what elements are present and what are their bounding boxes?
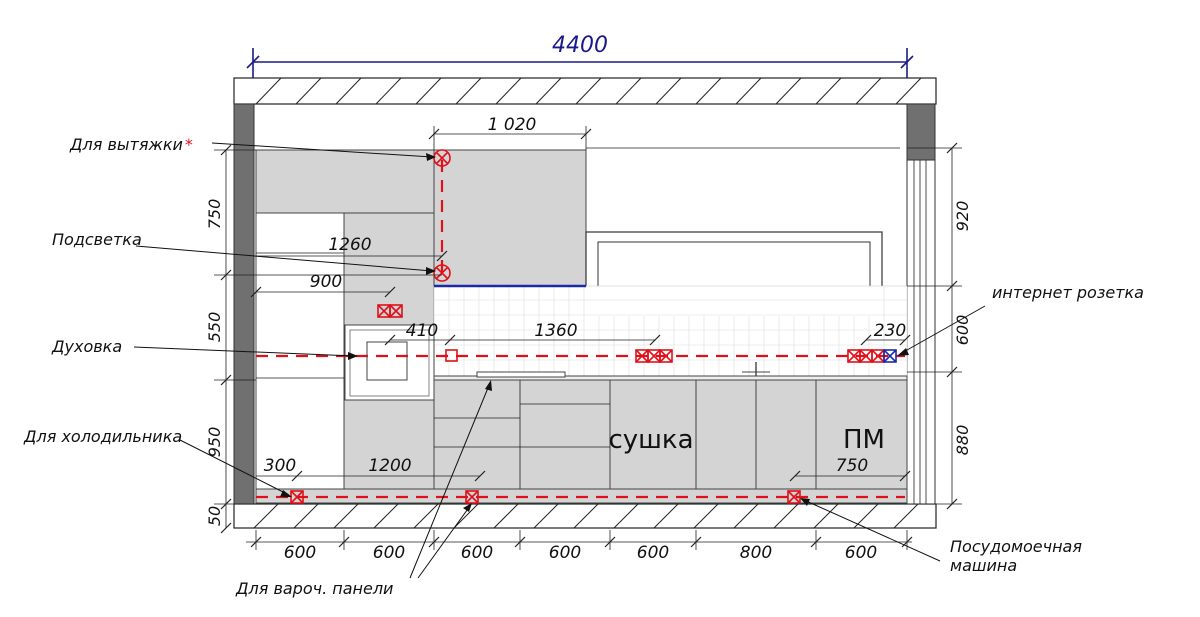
callout-dishwasher-line1: Посудомоечная (950, 537, 1082, 556)
right-height-600: 600 (953, 315, 972, 346)
left-height-950: 950 (205, 427, 224, 458)
base-cabinets (255, 379, 908, 504)
worktop-triple-socket-icon (635, 349, 673, 363)
left-dimension-line (214, 144, 256, 534)
dim-300: 300 (264, 456, 296, 476)
bottom-dimension-line (246, 530, 913, 550)
dishwasher-short-label: ПМ (843, 425, 885, 455)
bottom-width-5: 600 (637, 543, 669, 563)
tall-cabinet-column (255, 149, 437, 504)
right-height-920: 920 (953, 201, 972, 232)
callout-internet: интернет розетка (992, 283, 1144, 302)
callout-lighting: Подсветка (52, 230, 142, 249)
callout-hob: Для вароч. панели (235, 579, 393, 598)
dim-1200: 1200 (368, 456, 411, 476)
hob (476, 371, 566, 378)
lighting-socket-icon (433, 264, 451, 282)
inner-dimensions (250, 126, 911, 482)
top-dimension-text: 4400 (552, 33, 608, 58)
callout-leaders (133, 142, 986, 579)
dim-410: 410 (406, 321, 438, 341)
bottom-width-2: 600 (373, 543, 405, 563)
right-wall (906, 103, 936, 161)
upper-double-socket-icon (377, 304, 403, 318)
dishwasher-socket-icon (787, 490, 801, 504)
faucet-icon (742, 362, 770, 376)
dim-900: 900 (310, 272, 342, 292)
left-wall (233, 103, 255, 505)
dim-1260: 1260 (328, 235, 371, 255)
oven-socket-icon (445, 349, 458, 362)
right-dimension-line (907, 142, 962, 510)
dim-230: 230 (874, 321, 906, 341)
hood-socket-icon (433, 149, 451, 167)
dryer-label: сушка (608, 425, 693, 455)
internet-socket-icon (883, 349, 897, 363)
bottom-width-7: 600 (845, 543, 877, 563)
wiring (256, 160, 905, 499)
floor-slab (233, 503, 937, 529)
dim-750: 750 (836, 456, 868, 476)
window-frame (906, 159, 936, 505)
upper-cabinets (343, 149, 587, 326)
right-height-880: 880 (953, 425, 972, 456)
left-height-750: 750 (205, 199, 224, 230)
left-height-550: 550 (205, 312, 224, 343)
right-triple-socket-icon (847, 349, 885, 363)
callout-fridge: Для холодильника (23, 427, 182, 446)
left-height-50: 50 (205, 506, 224, 526)
callout-oven: Духовка (51, 337, 122, 356)
top-dimension: 4400 (246, 33, 914, 78)
callout-hood: Для вытяжки* (69, 135, 193, 154)
ceiling-slab (233, 77, 937, 105)
bottom-width-6: 800 (740, 543, 772, 563)
bottom-width-3: 600 (461, 543, 493, 563)
bottom-width-1: 600 (284, 543, 316, 563)
callout-dishwasher-line2: машина (950, 556, 1017, 575)
dim-1360: 1360 (534, 321, 577, 341)
oven (344, 324, 435, 401)
dim-hood-width: 1 020 (488, 115, 537, 135)
bottom-width-4: 600 (549, 543, 581, 563)
